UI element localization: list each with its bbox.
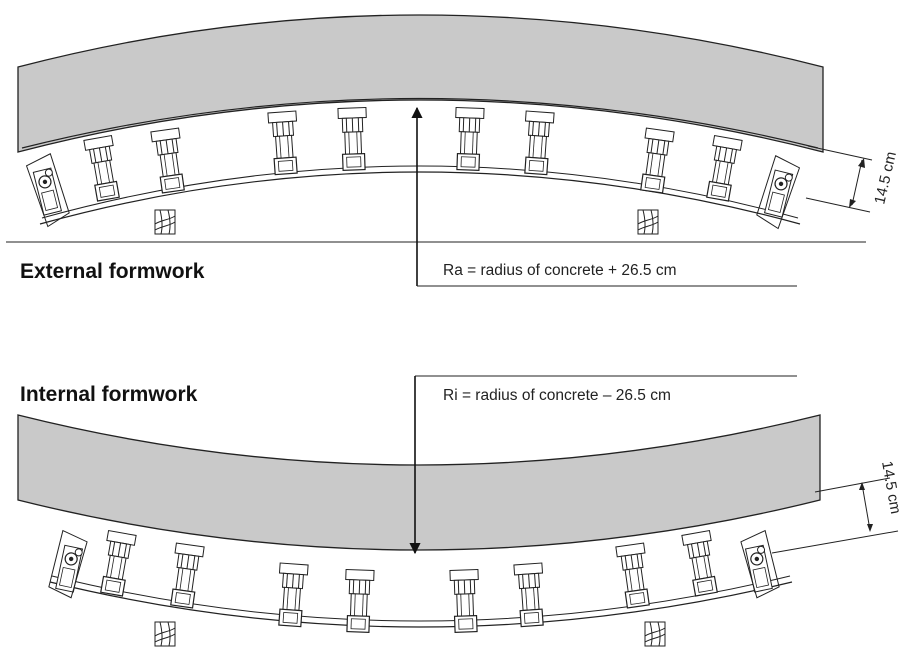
external-shell-inner-2 (41, 165, 799, 219)
external-dimension-label: 14.5 cm (871, 150, 900, 206)
external-props (83, 106, 743, 203)
internal-formwork-drawing: Internal formwork Ri = radius of concret… (17, 375, 901, 647)
internal-dimension-label: 14.5 cm (878, 460, 901, 516)
internal-right-bracket (740, 529, 780, 599)
external-concrete-wall (17, 14, 824, 153)
external-formwork-drawing: Ra = radius of concrete + 26.5 cm 14.5 c… (6, 14, 900, 287)
internal-shell-inner (51, 575, 791, 622)
internal-title: Internal formwork (20, 383, 198, 406)
internal-radius-label: Ri = radius of concrete – 26.5 cm (443, 387, 671, 404)
external-shell-inner (39, 171, 801, 225)
internal-left-bracket (48, 529, 88, 599)
internal-left-hatch (154, 621, 176, 647)
internal-shell-outer (49, 581, 793, 628)
external-left-bracket (25, 153, 70, 228)
external-radius-label: Ra = radius of concrete + 26.5 cm (443, 262, 676, 279)
external-right-hatch (637, 209, 659, 235)
internal-concrete-wall (17, 414, 821, 551)
external-left-hatch (154, 209, 176, 235)
external-dimension-line (851, 159, 863, 206)
external-shell-outer (21, 97, 819, 149)
external-title: External formwork (20, 260, 205, 283)
internal-right-hatch (644, 621, 666, 647)
external-right-bracket (756, 155, 801, 230)
internal-dimension-line (861, 483, 871, 531)
